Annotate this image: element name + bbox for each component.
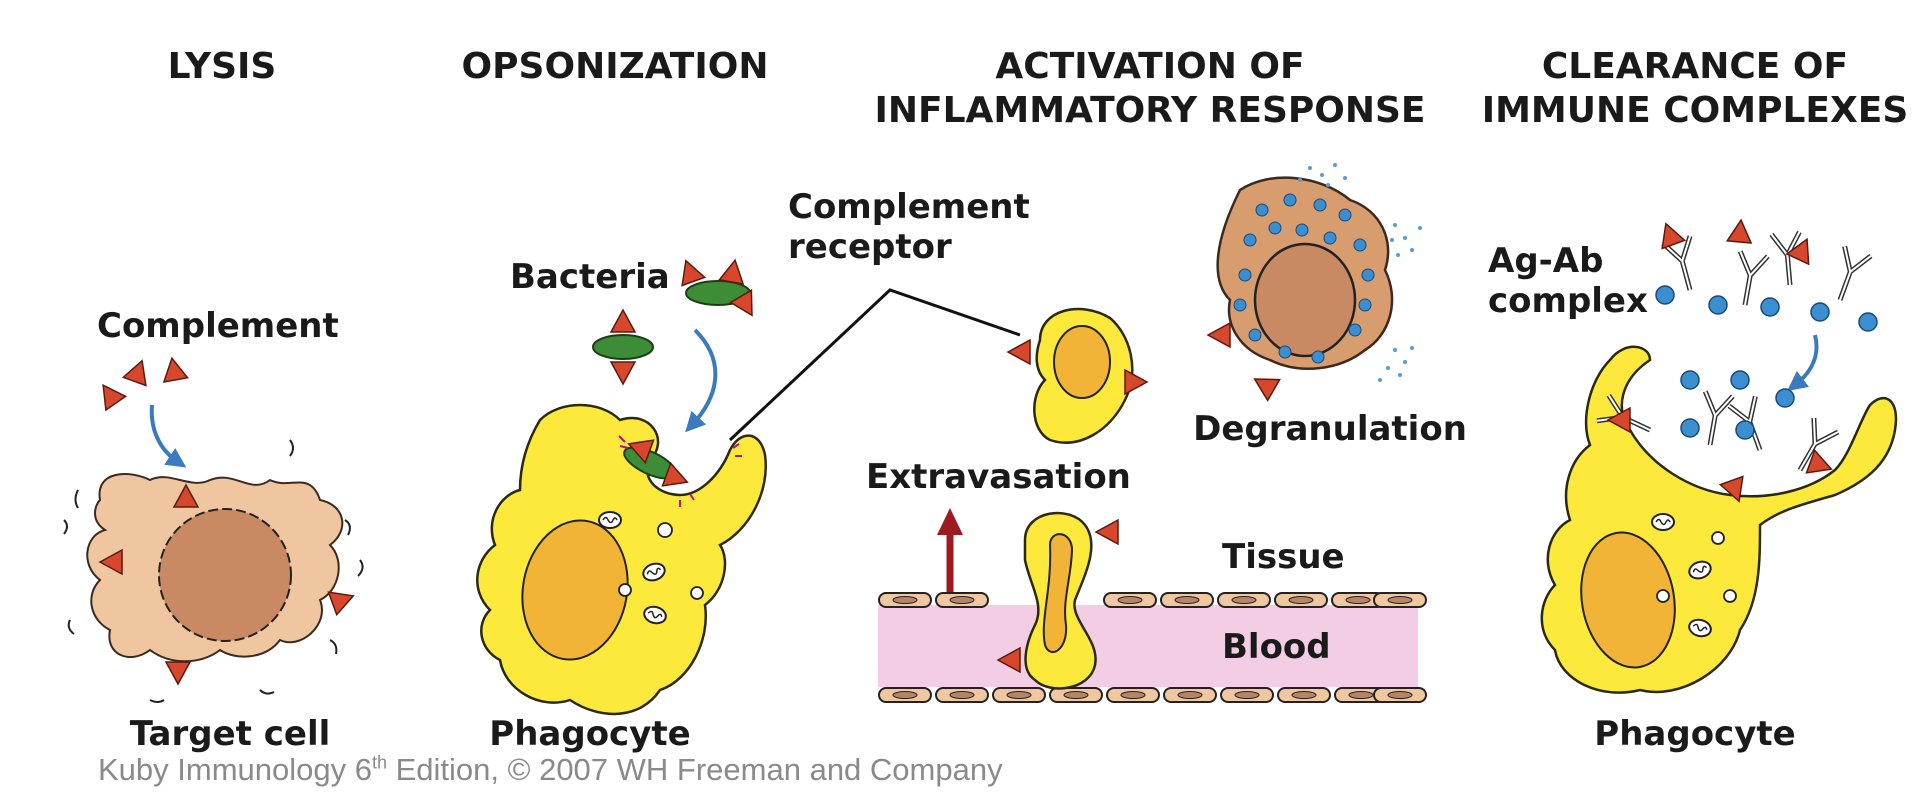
immune-complex-top bbox=[1653, 218, 1878, 332]
antibody-icon bbox=[1663, 232, 1871, 307]
credit-suffix: Edition, © 2007 WH Freeman and Company bbox=[387, 752, 1003, 787]
header-lysis: LYSIS bbox=[168, 46, 277, 87]
complement-triangle-icon bbox=[1247, 367, 1281, 402]
target-nucleus bbox=[158, 508, 292, 642]
label-extravasation: Extravasation bbox=[866, 457, 1131, 497]
curved-arrow-icon bbox=[149, 404, 187, 468]
label-complement-receptor-line1: Complement bbox=[788, 187, 1030, 227]
label-complement: Complement bbox=[97, 306, 339, 346]
inflammatory-panel: Complement receptor Degranulati bbox=[728, 163, 1467, 703]
credit-superscript: th bbox=[371, 752, 387, 773]
complement-triangle-icon bbox=[1095, 519, 1119, 545]
membrane-fragments bbox=[63, 439, 364, 703]
header-clearance-line2: IMMUNE COMPLEXES bbox=[1482, 90, 1909, 131]
label-tissue: Tissue bbox=[1222, 537, 1345, 577]
complement-triangle-icon bbox=[1007, 339, 1031, 365]
mast-cell-nucleus bbox=[1253, 242, 1357, 358]
header-clearance-line1: CLEARANCE OF bbox=[1542, 46, 1848, 87]
label-ag-ab-line1: Ag-Ab bbox=[1488, 241, 1603, 281]
header-inflammatory-line1: ACTIVATION OF bbox=[995, 46, 1304, 87]
vesicles bbox=[618, 522, 704, 600]
endothelium-top bbox=[878, 592, 1427, 608]
bacteria-icon bbox=[592, 309, 654, 385]
opsonization-panel: Bacteria Phagocy bbox=[476, 255, 768, 754]
label-phagocyte-clearance: Phagocyte bbox=[1594, 714, 1795, 754]
header-opsonization: OPSONIZATION bbox=[462, 46, 769, 87]
credit-line: Kuby Immunology 6th Edition, © 2007 WH F… bbox=[98, 752, 1003, 788]
label-bacteria: Bacteria bbox=[510, 257, 670, 297]
complement-triangle-icon bbox=[1207, 322, 1231, 348]
granules bbox=[1233, 193, 1375, 364]
engulfed-bacterium bbox=[623, 431, 693, 495]
label-target-cell: Target cell bbox=[130, 714, 331, 754]
complement-triangle-icon bbox=[92, 355, 189, 411]
label-phagocyte-opsonization: Phagocyte bbox=[489, 714, 690, 754]
complement-receptor-pointer bbox=[728, 288, 1021, 442]
complement-receptors bbox=[618, 435, 742, 507]
lysis-panel: Complement Target cell bbox=[63, 306, 364, 754]
extravasation-arrowhead bbox=[937, 508, 963, 535]
phagocyte-nucleus bbox=[521, 519, 629, 661]
curved-arrow-icon bbox=[1787, 334, 1819, 392]
complement-triangle-icon bbox=[165, 661, 191, 685]
label-ag-ab-line2: complex bbox=[1488, 281, 1648, 321]
label-degranulation: Degranulation bbox=[1193, 409, 1467, 449]
phagocyte-clearance-nucleus bbox=[1580, 531, 1676, 669]
header-inflammatory-line2: INFLAMMATORY RESPONSE bbox=[874, 90, 1425, 131]
clearance-panel: Ag-Ab complex bbox=[1488, 218, 1898, 754]
label-blood: Blood bbox=[1222, 627, 1331, 667]
immune-complex-bound bbox=[1597, 370, 1838, 507]
blood-vessel-lumen bbox=[878, 605, 1418, 687]
endothelium-bottom bbox=[878, 687, 1427, 703]
released-granules bbox=[1298, 163, 1422, 382]
label-complement-receptor-line2: receptor bbox=[788, 227, 952, 267]
leukocyte-nucleus bbox=[1053, 325, 1111, 399]
credit-prefix: Kuby Immunology 6 bbox=[98, 752, 372, 787]
leukocyte-migrating-nucleus bbox=[1042, 533, 1074, 653]
vesicles bbox=[1656, 531, 1737, 603]
bacteria-icon bbox=[673, 255, 764, 323]
complement-triangle-icon bbox=[1124, 369, 1148, 395]
curved-arrow-icon bbox=[685, 328, 718, 433]
